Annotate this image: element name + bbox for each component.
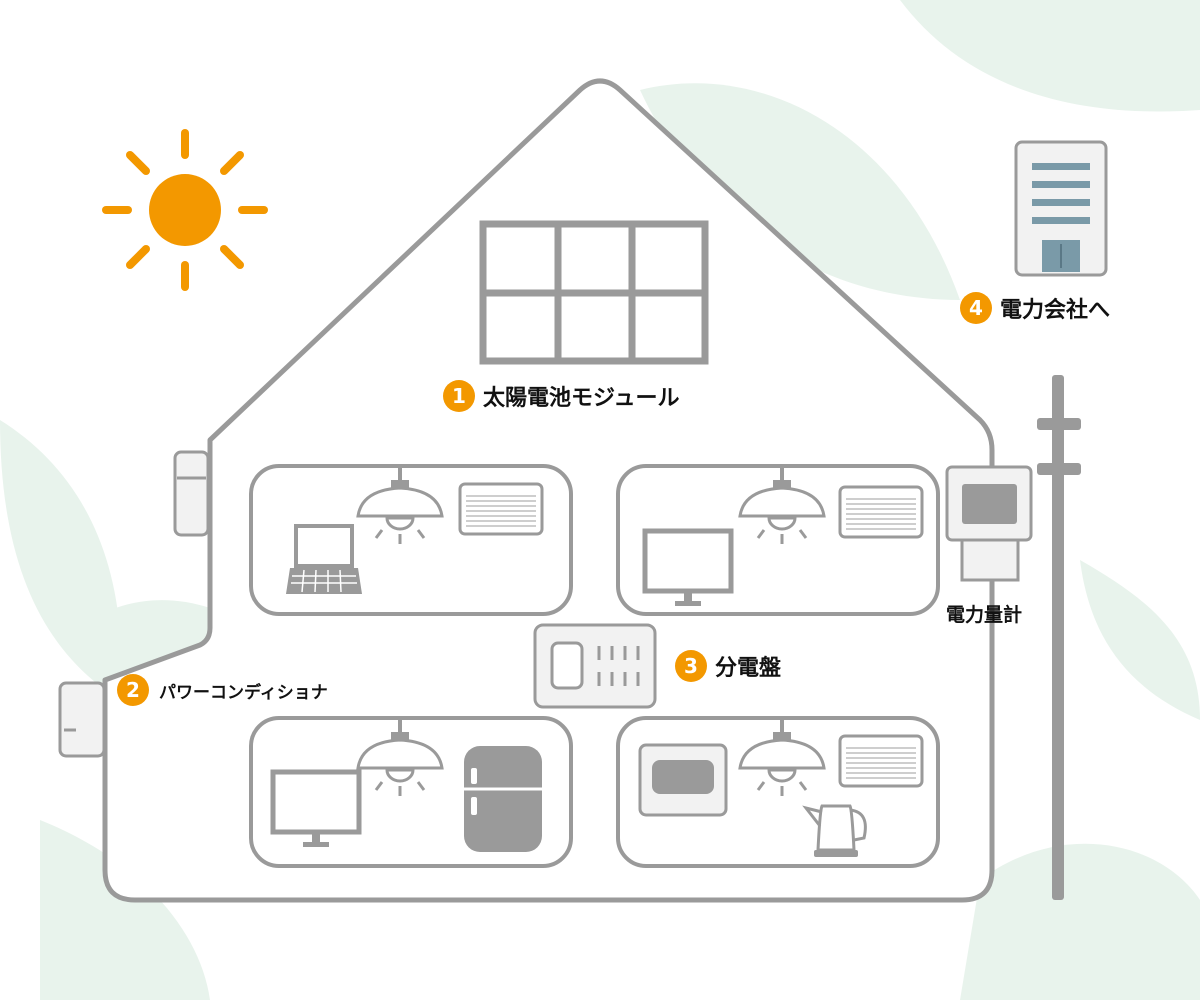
badge-4: 4 [960,292,992,324]
air-conditioner-icon [838,485,924,539]
badge-1: 1 [443,380,475,412]
badge-2: 2 [117,674,149,706]
label-distribution-board: 3 分電盤 [675,650,781,682]
solar-panel-icon [479,220,709,365]
label-solar-module-text: 太陽電池モジュール [483,386,680,411]
air-conditioner-icon [838,734,924,788]
kettle-icon [802,804,867,857]
air-conditioner-icon [458,482,544,536]
label-power-conditioner-text: パワーコンディショナ [159,682,328,703]
label-to-power-company: 4 電力会社へ [960,292,1110,324]
label-power-meter-text: 電力量計 [946,604,1023,626]
badge-3: 3 [675,650,707,682]
label-power-meter: 電力量計 [946,600,1022,627]
laptop-icon [286,524,362,594]
sun-icon [102,129,268,291]
distribution-board-icon [533,623,657,709]
rooms [249,464,940,868]
label-solar-module: 1 太陽電池モジュール [443,380,679,412]
wall-unit-icon [173,450,210,537]
refrigerator-icon [464,746,542,852]
label-to-power-company-text: 電力会社へ [1000,298,1111,323]
label-power-conditioner: 2 パワーコンディショナ [117,674,328,706]
building-icon [1014,140,1108,277]
label-distribution-board-text: 分電盤 [715,656,782,681]
power-conditioner-icon [58,681,106,758]
house-outline [102,78,995,903]
microwave-icon [638,743,728,817]
power-meter-icon [945,465,1033,582]
utility-pole-icon [1037,375,1081,900]
